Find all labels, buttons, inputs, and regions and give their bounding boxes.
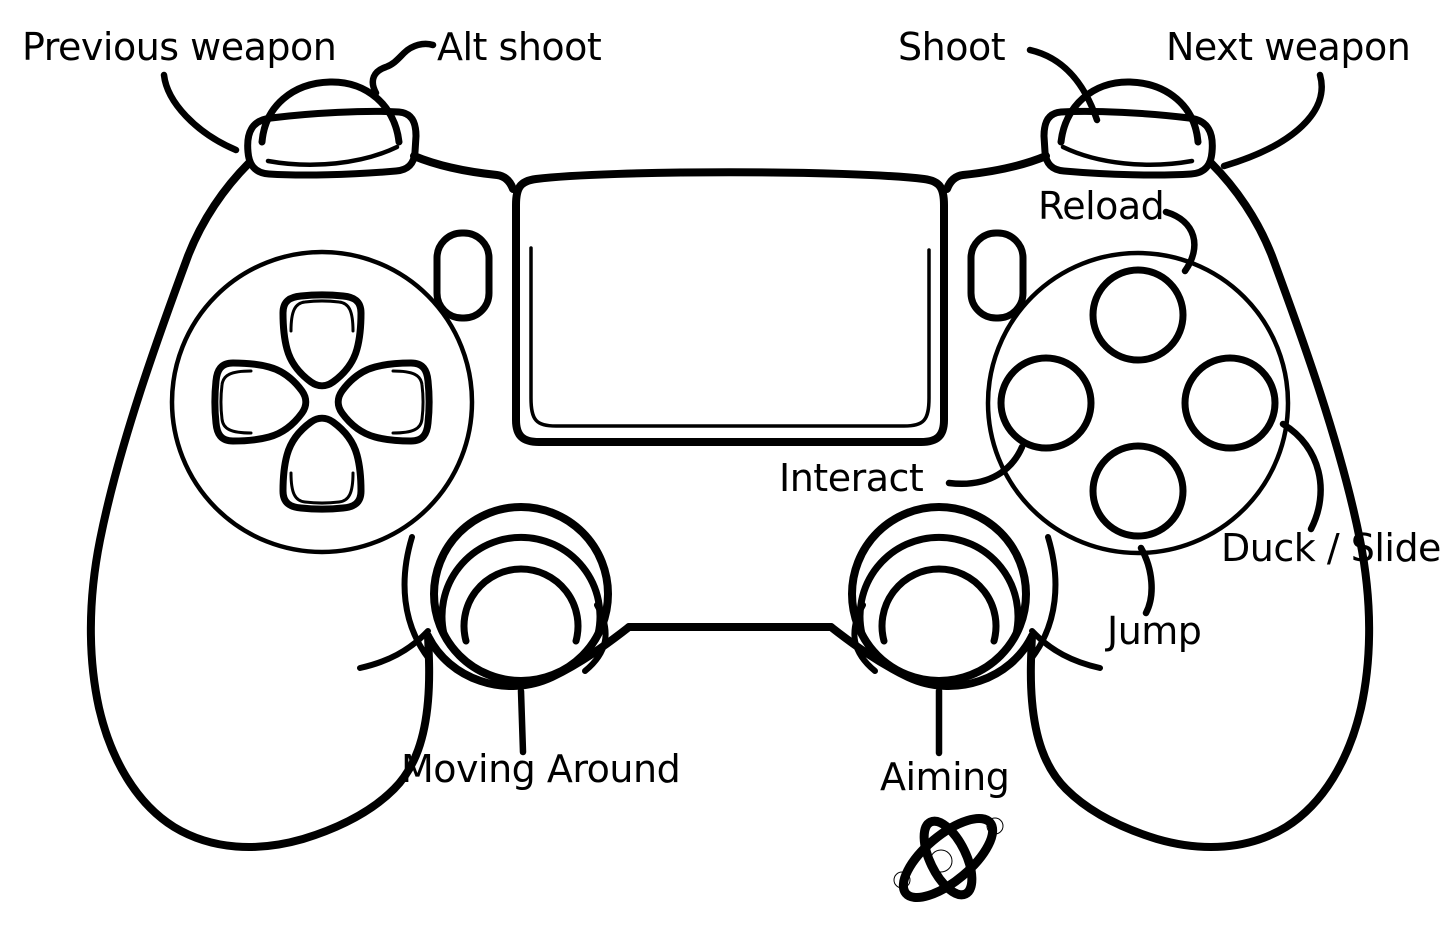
cross-button: [1089, 442, 1187, 540]
label-reload: Reload: [1038, 184, 1165, 228]
dpad-right-button: [338, 363, 429, 441]
atom-electron-top: [986, 817, 1004, 835]
dpad-down-button: [283, 418, 361, 509]
alt-shoot-leader-line: [369, 40, 437, 97]
triangle-button: [1089, 266, 1187, 364]
face-buttons-ring: [985, 250, 1291, 556]
duck-slide-leader-line: [1279, 420, 1324, 533]
right-trigger-assembly: [1044, 82, 1212, 175]
jump-leader-line: [1137, 544, 1155, 617]
dpad-ring: [169, 249, 475, 555]
atom-electron-bottom: [893, 871, 911, 889]
label-jump: Jump: [1107, 609, 1202, 653]
label-interact: Interact: [779, 456, 924, 500]
label-aiming: Aiming: [880, 755, 1010, 799]
right-stick: [852, 507, 1026, 681]
interact-leader-line: [945, 443, 1026, 488]
reload-leader-line: [1162, 208, 1198, 275]
moving-around-leader-line: [517, 687, 527, 756]
left-stick: [434, 507, 608, 681]
previous-weapon-leader-line: [160, 71, 240, 154]
circle-button: [1181, 354, 1279, 452]
label-shoot: Shoot: [898, 25, 1006, 69]
atom-orbit-inner: [919, 816, 977, 900]
label-alt-shoot: Alt shoot: [437, 25, 602, 69]
atom-nucleus: [929, 849, 953, 873]
label-next-weapon: Next weapon: [1166, 25, 1411, 69]
square-button: [997, 354, 1095, 452]
label-moving-around: Moving Around: [401, 747, 681, 791]
label-previous-weapon: Previous weapon: [22, 25, 337, 69]
left-trigger-assembly: [248, 82, 416, 175]
atom-orbit-outer: [898, 813, 998, 903]
touchpad-inner-line: [529, 246, 931, 428]
touchpad: [512, 168, 948, 446]
next-weapon-leader-line: [1220, 71, 1325, 170]
shoot-leader-line: [1026, 46, 1101, 124]
atom-icon: [893, 813, 1004, 903]
label-duck-slide: Duck / Slide: [1221, 526, 1441, 570]
dpad-up-button: [283, 295, 361, 386]
dpad-left-button: [215, 363, 306, 441]
